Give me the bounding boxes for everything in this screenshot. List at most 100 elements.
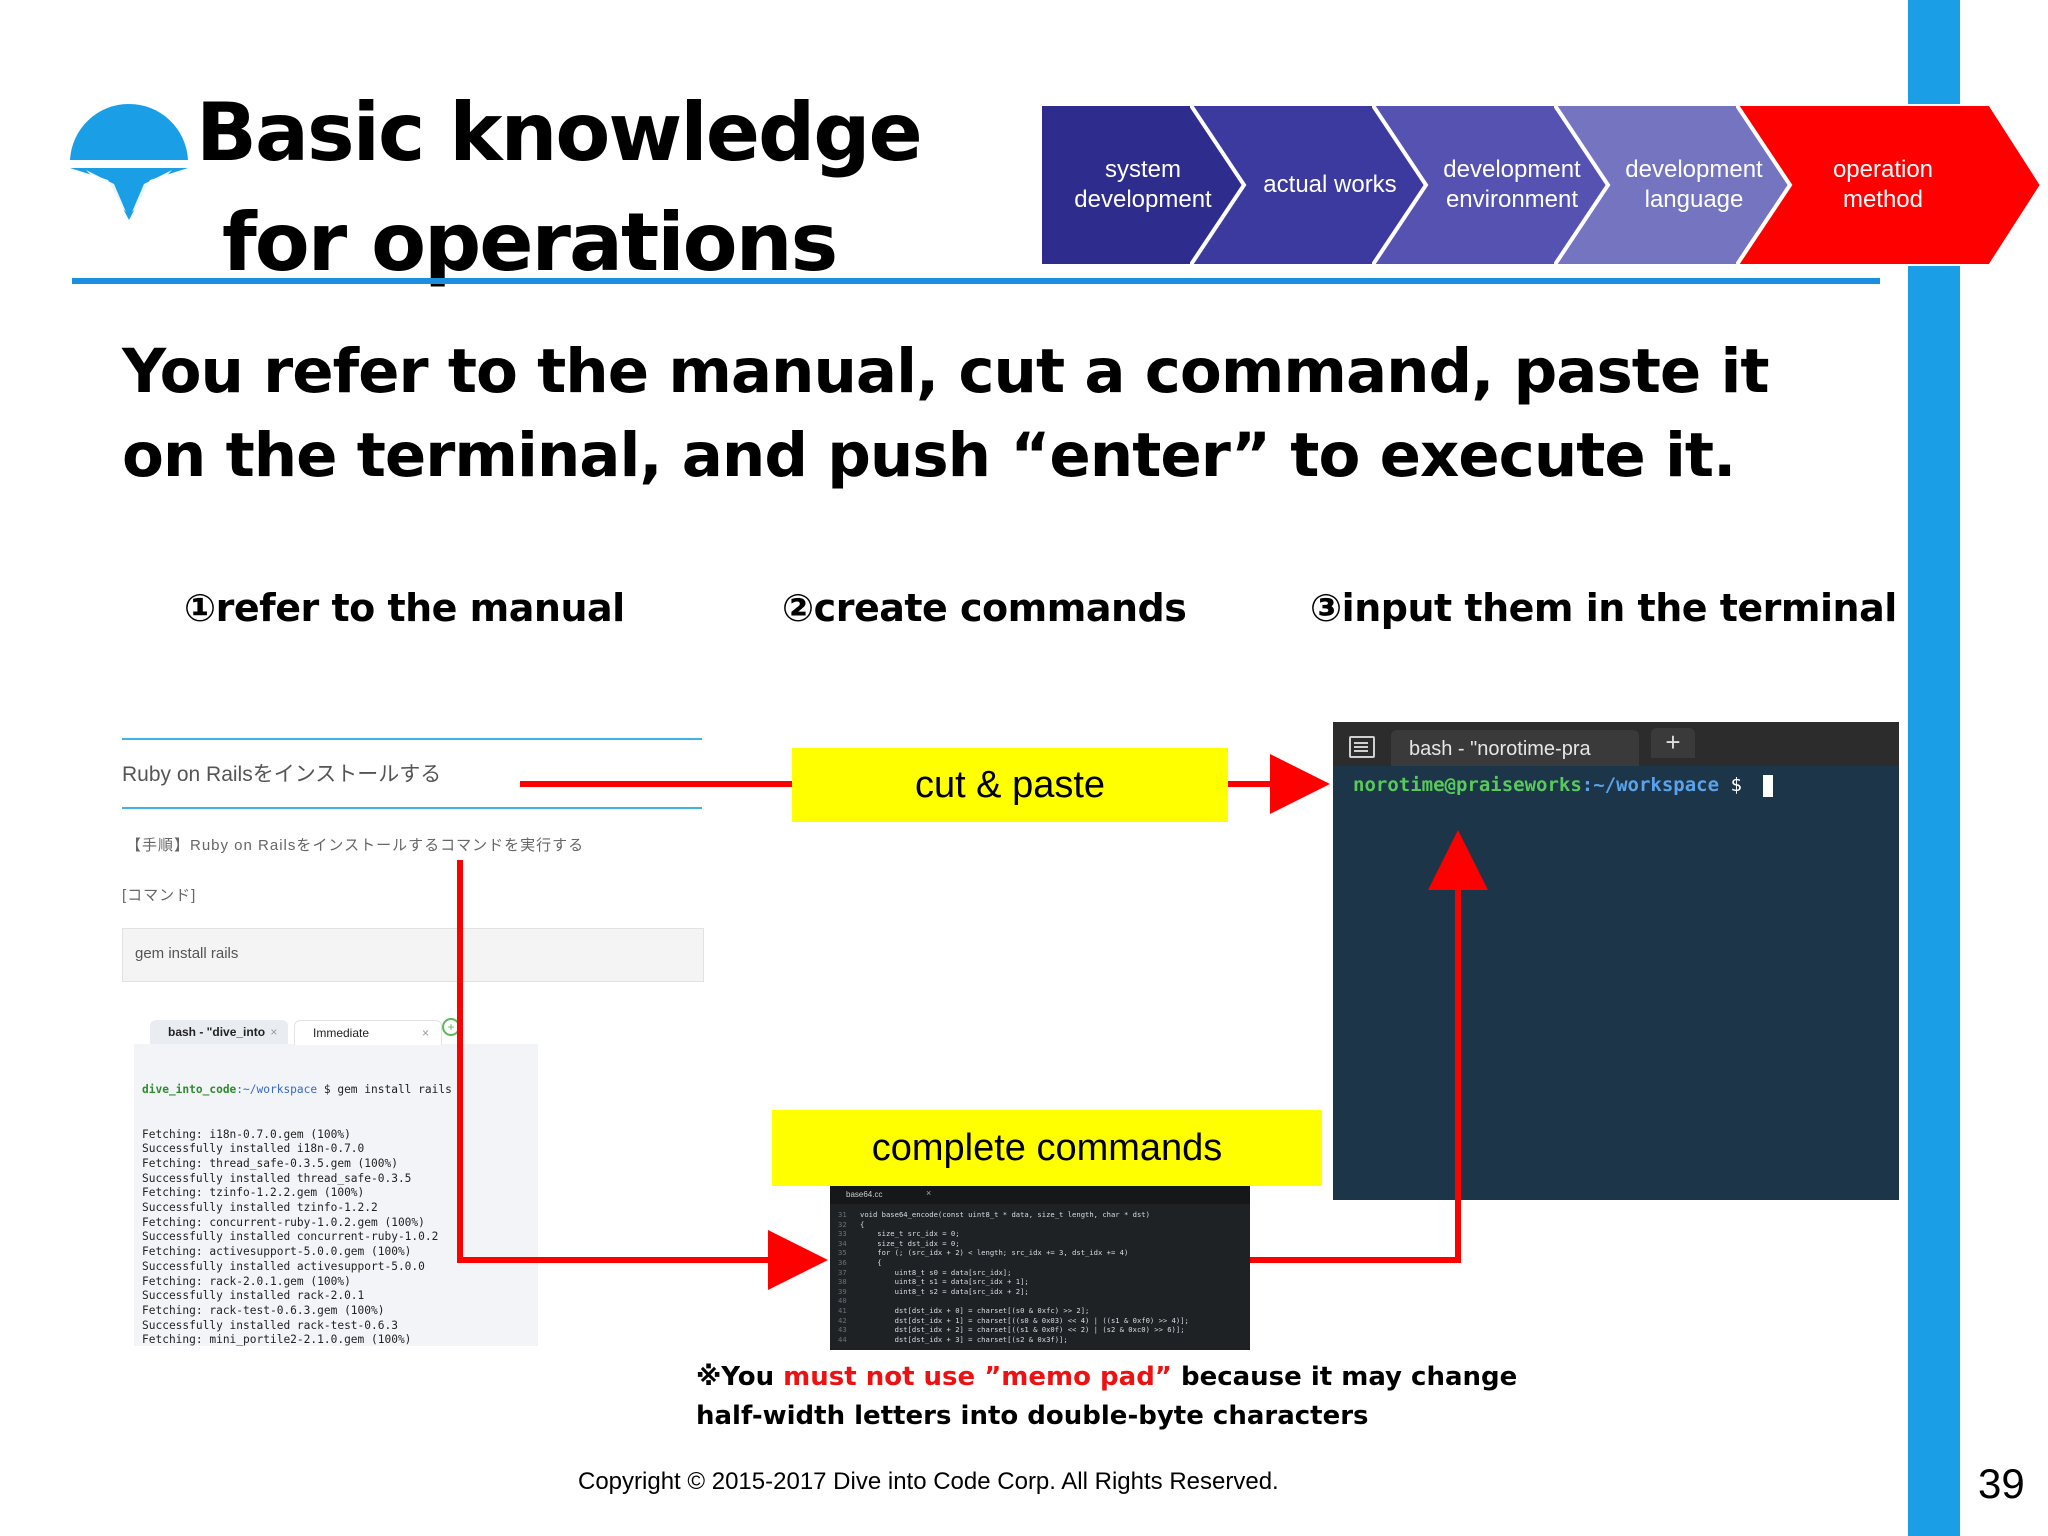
terminal-line: Successfully installed activesupport-5.0… bbox=[142, 1259, 425, 1273]
process-step-5-shape bbox=[1736, 104, 2044, 266]
terminal-icon bbox=[1349, 736, 1375, 758]
note-suffix: because it may change bbox=[1171, 1362, 1518, 1392]
code-line-text: uint8_t s1 = data[src_idx + 1]; bbox=[860, 1277, 1029, 1287]
title-line-1: Basic knowledge bbox=[196, 86, 923, 179]
big-prompt-symbol: $ bbox=[1719, 774, 1742, 796]
code-line: 42 dst[dst_idx + 1] = charset[((s0 & 0x0… bbox=[838, 1316, 1189, 1326]
process-step-1-label: system development bbox=[1074, 156, 1212, 213]
process-step-4-label: development language bbox=[1625, 156, 1763, 213]
terminal-line: Successfully installed concurrent-ruby-1… bbox=[142, 1230, 439, 1244]
note-prefix: ※You bbox=[696, 1362, 784, 1392]
code-line-text: uint8_t s2 = data[src_idx + 2]; bbox=[860, 1286, 1029, 1296]
big-terminal-tabs: bash - "norotime-pra × + bbox=[1333, 722, 1899, 766]
copyright: Copyright © 2015-2017 Dive into Code Cor… bbox=[578, 1468, 1279, 1495]
code-line: 39 uint8_t s2 = data[src_idx + 2]; bbox=[838, 1287, 1189, 1297]
code-line: 32 { bbox=[838, 1220, 1189, 1230]
code-line-text: { bbox=[860, 1257, 882, 1267]
small-terminal-tab-immediate-label: Immediate bbox=[313, 1026, 370, 1040]
page-number: 39 bbox=[1978, 1460, 2025, 1507]
process-step-5-label: operation method bbox=[1832, 156, 1934, 213]
code-line-number: 43 bbox=[838, 1325, 847, 1335]
close-icon[interactable]: × bbox=[926, 1188, 932, 1198]
manual-top-divider bbox=[122, 738, 702, 740]
code-line-text: dst[dst_idx + 0] = charset[(s0 & 0xfc) >… bbox=[860, 1305, 1090, 1315]
code-line-number: 44 bbox=[838, 1334, 847, 1344]
code-line-number: 33 bbox=[838, 1229, 847, 1239]
small-terminal-tab-immediate[interactable]: Immediate × bbox=[294, 1020, 442, 1045]
small-prompt-command: $ gem install rails bbox=[317, 1083, 452, 1097]
code-line-number: 41 bbox=[838, 1305, 847, 1315]
small-terminal-tabs: bash - "dive_into × Immediate × + bbox=[134, 1010, 538, 1045]
big-terminal[interactable]: bash - "norotime-pra × + norotime@praise… bbox=[1333, 722, 1899, 1200]
code-line-text: dst[dst_idx + 1] = charset[((s0 & 0x03) … bbox=[860, 1315, 1189, 1325]
big-prompt-user: norotime@praiseworks bbox=[1353, 774, 1582, 796]
big-terminal-tab-label: bash - "norotime-pra bbox=[1409, 738, 1591, 760]
complete-commands-label: complete commands bbox=[772, 1110, 1322, 1186]
code-line: 33 size_t src_idx = 0; bbox=[838, 1229, 1189, 1239]
small-terminal-tab-bash[interactable]: bash - "dive_into × bbox=[150, 1020, 288, 1044]
code-line-number: 39 bbox=[838, 1286, 847, 1296]
code-line: 34 size_t dst_idx = 0; bbox=[838, 1239, 1189, 1249]
close-icon[interactable]: × bbox=[421, 1026, 429, 1040]
terminal-line: Successfully installed rack-test-0.6.3 bbox=[142, 1318, 398, 1332]
code-editor-tab: base64.cc bbox=[846, 1190, 883, 1199]
headline: You refer to the manual, cut a command, … bbox=[122, 336, 1770, 491]
code-line: 41 dst[dst_idx + 0] = charset[(s0 & 0xfc… bbox=[838, 1306, 1189, 1316]
terminal-line: Fetching: activesupport-5.0.0.gem (100%) bbox=[142, 1245, 412, 1259]
small-terminal-prompt: dive_into_code:~/workspace $ gem install… bbox=[142, 1083, 452, 1098]
code-line-text: dst[dst_idx + 2] = charset[((s1 & 0x0f) … bbox=[860, 1325, 1185, 1335]
code-line-text: size_t dst_idx = 0; bbox=[860, 1238, 960, 1248]
terminal-line: Successfully installed thread_safe-0.3.5 bbox=[142, 1171, 412, 1185]
terminal-line: Successfully installed rack-2.0.1 bbox=[142, 1289, 365, 1303]
terminal-line: Fetching: rack-2.0.1.gem (100%) bbox=[142, 1274, 351, 1288]
title-line-2: for operations bbox=[222, 196, 838, 289]
small-prompt-path: :~/workspace bbox=[236, 1083, 318, 1097]
code-line: 36 { bbox=[838, 1258, 1189, 1268]
terminal-line: Fetching: i18n-0.7.0.gem (100%) bbox=[142, 1127, 351, 1141]
terminal-line: Fetching: concurrent-ruby-1.0.2.gem (100… bbox=[142, 1215, 425, 1229]
code-line-text: void base64_encode(const uint8_t * data,… bbox=[860, 1210, 1150, 1219]
manual-bottom-divider bbox=[122, 807, 702, 809]
code-line-number: 37 bbox=[838, 1267, 847, 1277]
code-line-text: { bbox=[860, 1219, 865, 1229]
terminal-line: Fetching: rack-test-0.6.3.gem (100%) bbox=[142, 1303, 385, 1317]
code-line-number: 40 bbox=[838, 1296, 847, 1306]
close-icon[interactable]: × bbox=[270, 1025, 278, 1039]
terminal-line: Fetching: thread_safe-0.3.5.gem (100%) bbox=[142, 1156, 398, 1170]
code-line-number: 32 bbox=[838, 1219, 847, 1229]
manual-step-text: 【手順】Ruby on Railsをインストールするコマンドを実行する bbox=[126, 837, 585, 854]
cut-paste-label: cut & paste bbox=[792, 748, 1228, 822]
manual-command: gem install rails bbox=[135, 945, 239, 962]
big-terminal-tab[interactable]: bash - "norotime-pra × bbox=[1391, 730, 1666, 766]
step-1-heading: ①refer to the manual bbox=[184, 586, 625, 630]
small-prompt-user: dive_into_code bbox=[142, 1083, 237, 1097]
process-step-2-label: actual works bbox=[1263, 171, 1397, 198]
code-line-text: for (; (src_idx + 2) < length; src_idx +… bbox=[860, 1248, 1129, 1258]
manual-command-label: [コマンド] bbox=[122, 887, 197, 904]
terminal-line: Successfully installed i18n-0.7.0 bbox=[142, 1142, 365, 1156]
code-line-number: 36 bbox=[838, 1257, 847, 1267]
code-editor-tabs: base64.cc × bbox=[830, 1186, 1250, 1204]
code-line-text: uint8_t s0 = data[src_idx]; bbox=[860, 1267, 1012, 1277]
code-line: 35 for (; (src_idx + 2) < length; src_id… bbox=[838, 1248, 1189, 1258]
big-terminal-prompt: norotime@praiseworks:~/workspace $ bbox=[1353, 774, 1774, 797]
code-line-number: 42 bbox=[838, 1315, 847, 1325]
title-underline bbox=[72, 278, 1880, 284]
small-terminal: bash - "dive_into × Immediate × + dive_i… bbox=[134, 1010, 538, 1346]
code-line-text: size_t src_idx = 0; bbox=[860, 1229, 960, 1239]
terminal-line: Successfully installed tzinfo-1.2.2 bbox=[142, 1201, 378, 1215]
note-line-2: half-width letters into double-byte char… bbox=[696, 1401, 1369, 1431]
manual-command-box: gem install rails bbox=[122, 928, 704, 982]
memo-pad-note: ※You must not use ”memo pad” because it … bbox=[696, 1358, 1517, 1436]
note-warning: must not use ”memo pad” bbox=[783, 1362, 1172, 1392]
small-terminal-output: dive_into_code:~/workspace $ gem install… bbox=[142, 1054, 452, 1346]
plus-icon[interactable]: + bbox=[1651, 728, 1695, 758]
big-prompt-path: :~/workspace bbox=[1581, 774, 1720, 796]
small-terminal-tab-bash-label: bash - "dive_into bbox=[168, 1025, 266, 1039]
code-line-number: 34 bbox=[838, 1238, 847, 1248]
arrow-editor-to-terminal bbox=[1250, 830, 1488, 1263]
terminal-line: Fetching: tzinfo-1.2.2.gem (100%) bbox=[142, 1186, 365, 1200]
